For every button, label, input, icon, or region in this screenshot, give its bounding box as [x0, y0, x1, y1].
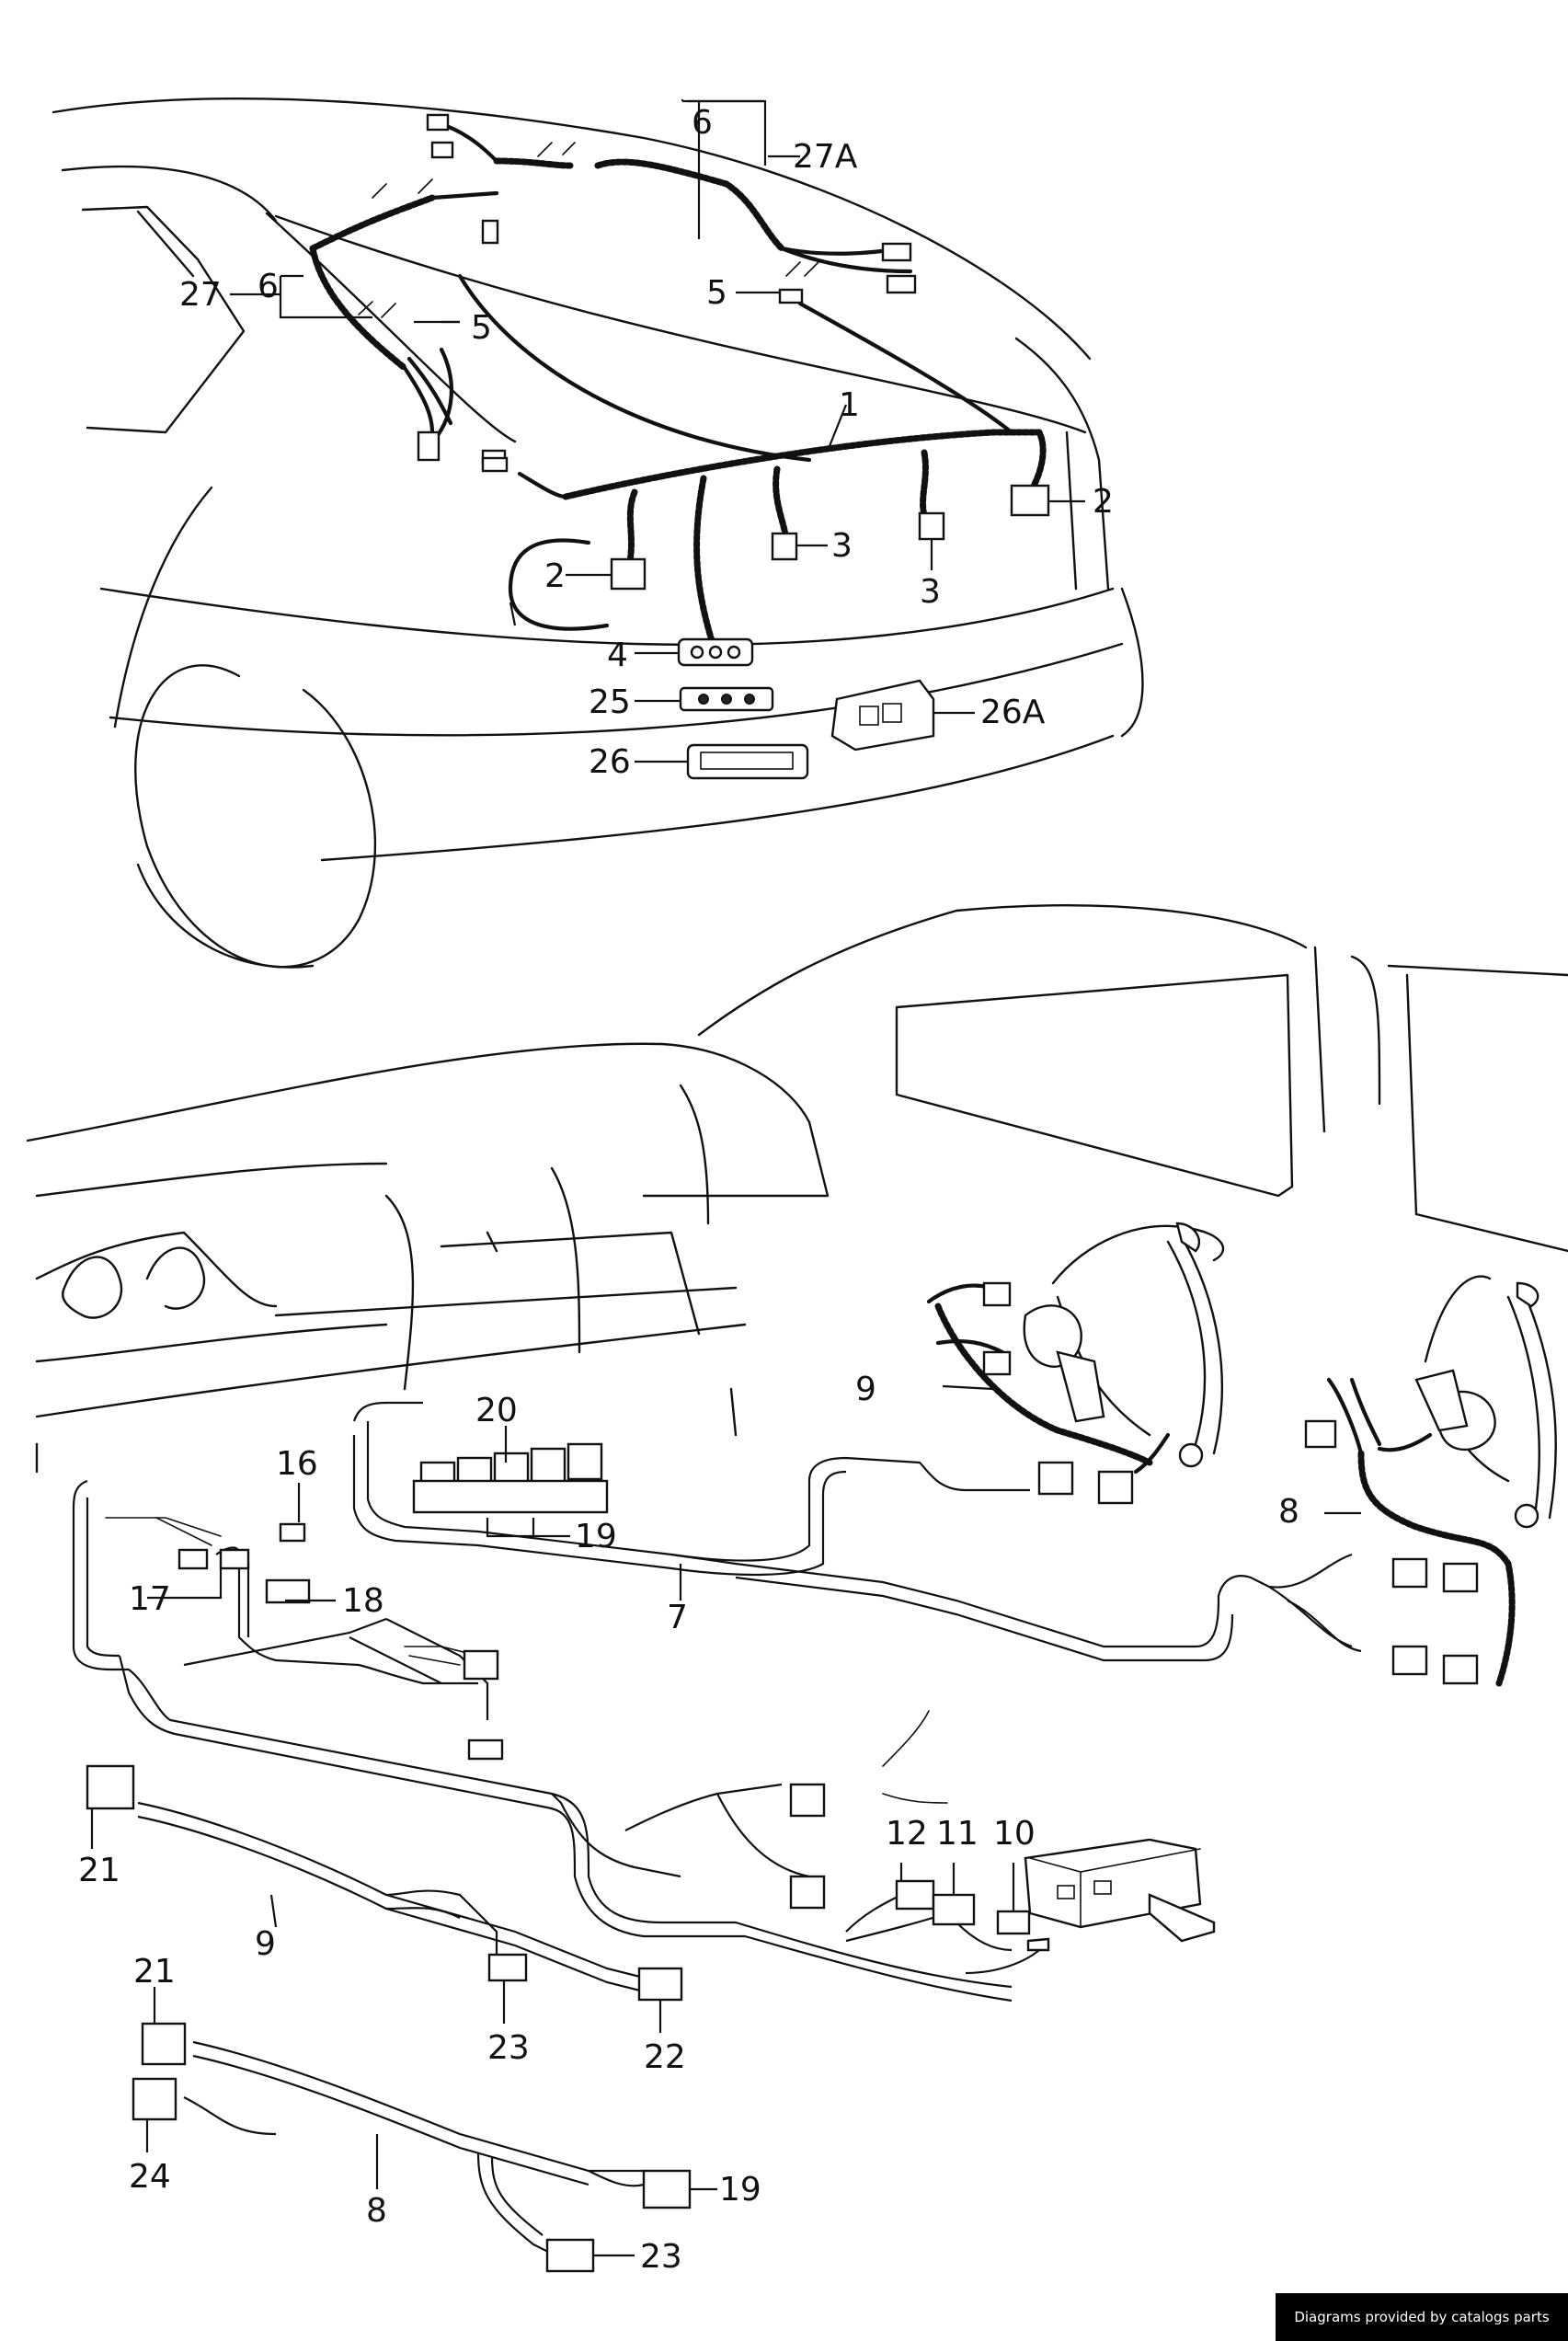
label-23a: 23: [487, 2029, 530, 2067]
connector-19-bottom: [642, 2169, 692, 2209]
label-2a: 2: [1093, 483, 1114, 521]
rear-car-body: [52, 98, 1144, 969]
rear-labels: 1 2 2 3 3 4 5 5 6 6 25 26 26A 27 27A: [179, 104, 1114, 781]
connector-left-top: [481, 219, 499, 245]
connector-8-upper: [1304, 1419, 1337, 1449]
connector-9-lower-b: [1097, 1470, 1134, 1505]
credit-footer: Diagrams provided by catalogs parts: [1276, 2293, 1568, 2341]
label-10: 10: [993, 1815, 1036, 1853]
connector-top-b: [430, 141, 454, 159]
label-5b: 5: [706, 274, 727, 312]
label-8a: 8: [1278, 1493, 1299, 1531]
label-19a: 19: [575, 1518, 617, 1555]
label-27a: 27A: [793, 138, 858, 176]
connector-8-c: [1391, 1645, 1428, 1676]
connector-11: [932, 1893, 976, 1926]
label-20: 20: [475, 1392, 518, 1429]
connector-8-b: [1442, 1562, 1479, 1593]
dash-connectors: [177, 1442, 1216, 1952]
label-23b: 23: [640, 2238, 682, 2276]
label-9b: 9: [255, 1925, 276, 1963]
connector-23-bottom: [545, 2238, 595, 2273]
label-24: 24: [129, 2158, 171, 2196]
relay-e: [567, 1442, 603, 1481]
connector-9-upper-a: [982, 1281, 1012, 1307]
label-17: 17: [129, 1580, 171, 1618]
label-12: 12: [886, 1815, 928, 1853]
connector-right-b: [886, 274, 917, 294]
connector-top-a: [426, 113, 450, 132]
label-1: 1: [839, 386, 860, 424]
connector-left-down: [417, 430, 441, 462]
rear-leaders: [230, 99, 1085, 763]
fuse-16: [279, 1522, 306, 1543]
label-7: 7: [667, 1599, 688, 1636]
fuse-holder-18: [265, 1578, 311, 1604]
connector-23-top: [487, 1953, 528, 1982]
connector-17b: [219, 1548, 250, 1570]
connector-24: [132, 2077, 177, 2121]
interior-body: [26, 904, 1568, 1474]
label-2b: 2: [544, 557, 566, 595]
connector-8-a: [1391, 1557, 1428, 1589]
label-5a: 5: [471, 309, 492, 347]
label-11: 11: [936, 1815, 979, 1853]
label-22: 22: [644, 2038, 686, 2076]
connector-right-a: [881, 242, 912, 262]
connector-3-right: [918, 511, 945, 541]
dash-harness: [72, 1401, 1362, 2002]
connector-12: [895, 1879, 935, 1911]
connector-2-left: [610, 557, 647, 591]
label-21a: 21: [78, 1852, 120, 1889]
loose-harnesses: [86, 1764, 692, 2273]
label-25: 25: [589, 683, 631, 721]
connector-mid-a: [789, 1783, 826, 1818]
relay-d: [530, 1447, 567, 1486]
connector-9-lower-a: [1037, 1461, 1074, 1496]
rear-harness: [309, 121, 1047, 648]
label-4: 4: [607, 637, 628, 674]
connector-small-left: [481, 456, 509, 473]
label-19b: 19: [719, 2171, 761, 2209]
relay-carrier: [412, 1479, 609, 1514]
connector-5-right: [778, 288, 804, 304]
label-18: 18: [342, 1582, 384, 1620]
label-8b: 8: [366, 2192, 387, 2230]
label-3a: 3: [831, 527, 853, 565]
connector-dash-a: [463, 1649, 499, 1681]
label-6a: 6: [258, 268, 279, 305]
lower-labels: 7 8 8 9 9 10 11 12 16 17 18 19 19 20 21 …: [78, 1371, 1299, 2276]
label-26: 26: [589, 743, 631, 781]
connector-26: [686, 743, 809, 780]
connector-3-left: [771, 532, 798, 561]
lower-leaders: [90, 1384, 1361, 2257]
label-3b: 3: [920, 573, 941, 611]
label-6b: 6: [692, 104, 713, 142]
label-16: 16: [276, 1445, 318, 1483]
connector-21-bottom: [141, 2022, 187, 2066]
label-27: 27: [179, 276, 222, 314]
connector-mid-b: [789, 1875, 826, 1910]
label-9a: 9: [855, 1371, 876, 1408]
connector-22: [637, 1967, 683, 2002]
connector-2-right: [1010, 484, 1050, 517]
connector-8-d: [1442, 1654, 1479, 1685]
connector-17: [177, 1548, 209, 1570]
connector-dash-b: [467, 1739, 504, 1761]
label-21b: 21: [133, 1953, 176, 1991]
credit-text: Diagrams provided by catalogs parts: [1294, 2309, 1550, 2325]
connector-21-top: [86, 1764, 135, 1810]
connector-9-upper-b: [982, 1350, 1012, 1376]
label-26a: 26A: [980, 694, 1046, 731]
rear-connectors: [417, 113, 1050, 780]
door-harnesses: [926, 1222, 1557, 1687]
connector-10: [996, 1910, 1031, 1935]
